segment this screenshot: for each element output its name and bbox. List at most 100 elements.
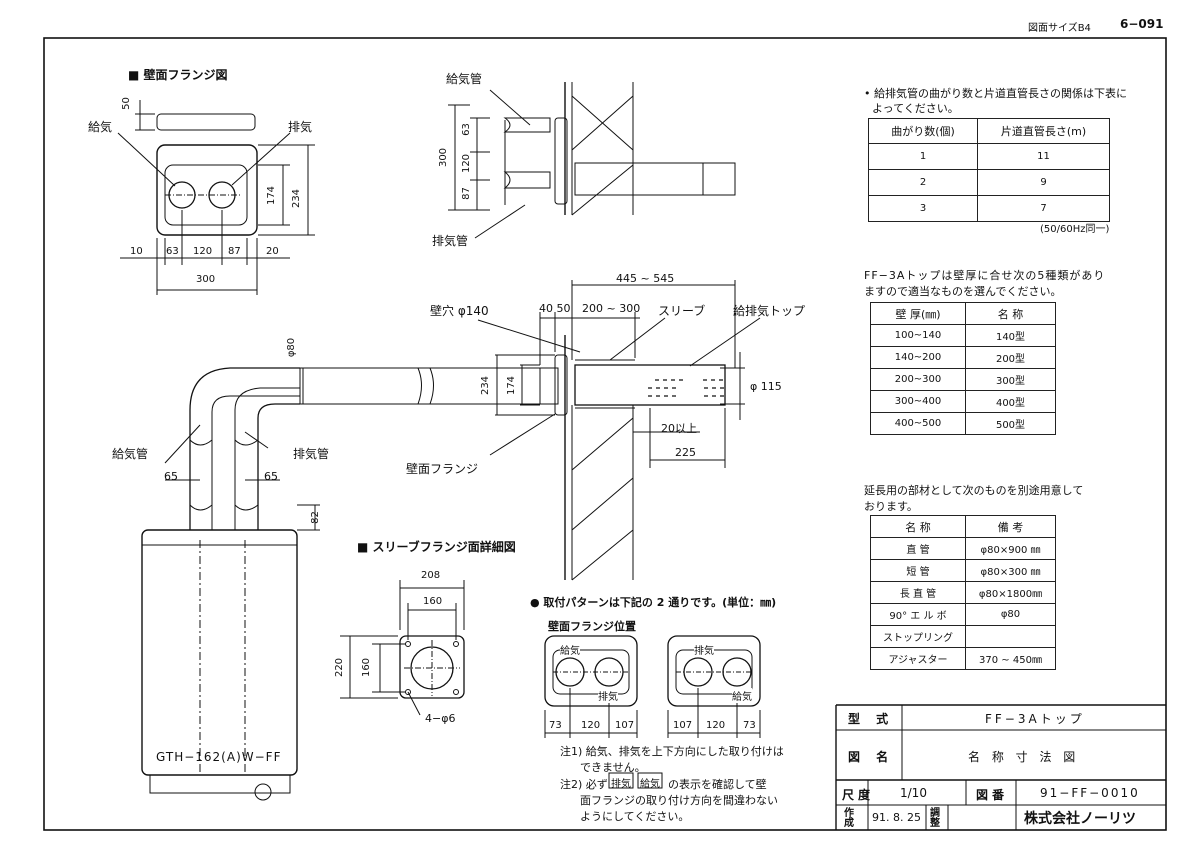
wall-header-name: 名 称 xyxy=(965,302,1056,325)
dim-174: 174 xyxy=(266,185,278,206)
wall-cell: 100~140 xyxy=(870,324,966,347)
dim-300: 300 xyxy=(196,274,216,285)
dim-160-height: 160 xyxy=(361,657,373,678)
bend-cell: 1 xyxy=(868,143,978,170)
ext-cell: 短 管 xyxy=(870,559,966,582)
note2-tag-exhaust: 排気 xyxy=(611,779,631,790)
bend-intro-2: よってください。 xyxy=(872,102,959,115)
wall-intro-1: FF−3Aトップは壁厚に合せ次の5種類があり xyxy=(864,269,1106,282)
dim-200-300: 200 ~ 300 xyxy=(582,302,641,315)
wall-cell: 300~400 xyxy=(870,390,966,413)
heater-supply-pipe: 給気管 xyxy=(112,447,149,461)
note1-line1: 注1) 給気、排気を上下方向にした取り付けは xyxy=(560,745,784,758)
bend-cell: 3 xyxy=(868,195,978,222)
wall-cell: 200~300 xyxy=(870,368,966,391)
right-top-label: 排気 xyxy=(694,642,714,657)
ext-cell: φ80×300 ㎜ xyxy=(965,559,1056,582)
dim-phi80: φ80 xyxy=(286,337,298,358)
tb-made-value: 91. 8. 25 xyxy=(872,811,921,824)
dim-82: 82 xyxy=(309,511,321,524)
patterns-title: ● 取付パターンは下記の 2 通りです。(単位：㎜) xyxy=(530,596,777,609)
wall-flange-label: 壁面フランジ xyxy=(406,462,479,476)
wall-intro-2: ますので適当なものを選んでください。 xyxy=(864,285,1062,298)
tb-model-label: 型 式 xyxy=(848,712,895,726)
wall-hole-label: 壁穴 φ140 xyxy=(430,304,489,318)
dim-220: 220 xyxy=(334,657,346,678)
left-bottom-label: 排気 xyxy=(598,688,618,703)
dim-174-install: 174 xyxy=(506,375,518,396)
wall-cell: 200型 xyxy=(965,346,1056,369)
dim-phi115: φ 115 xyxy=(750,380,782,393)
side-dim-120: 120 xyxy=(461,153,473,174)
right-bottom-label: 給気 xyxy=(732,688,752,703)
tb-check-label: 調整 xyxy=(930,808,940,829)
wall-cell: 400~500 xyxy=(870,412,966,435)
note2-line2: 面フランジの取り付け方向を間違わない xyxy=(580,794,778,807)
holes-label: 4−φ6 xyxy=(425,712,456,725)
dim-120: 120 xyxy=(193,246,213,257)
tb-made-label: 作成 xyxy=(844,808,854,829)
wall-cell: 140~200 xyxy=(870,346,966,369)
note1-line2: できません。 xyxy=(580,761,646,774)
dim-65-left: 65 xyxy=(164,470,178,483)
ext-cell: ストップリング xyxy=(870,625,966,648)
note2-line1-prefix: 注2) 必ず xyxy=(560,778,608,791)
note2-line3: ようにしてください。 xyxy=(580,810,690,823)
top-label: 給排気トップ xyxy=(733,304,806,318)
tb-number-value: 91−FF−0010 xyxy=(1040,786,1140,800)
paper-size: 図面サイズB4 xyxy=(1028,23,1091,34)
ext-intro-2: おります。 xyxy=(864,500,918,513)
tb-scale-label: 尺度 xyxy=(842,788,875,802)
left-dim-2: 120 xyxy=(581,720,601,731)
dim-40-50: 40 50 xyxy=(539,302,571,315)
dim-20-min: 20以上 xyxy=(661,422,697,435)
wall-cell: 400型 xyxy=(965,390,1056,413)
sleeve-detail-title: ■ スリーブフランジ面詳細図 xyxy=(357,540,516,554)
left-dim-3: 107 xyxy=(615,720,635,731)
sheet-border xyxy=(43,37,1167,831)
dim-87: 87 xyxy=(228,246,241,257)
dim-445-545: 445 ~ 545 xyxy=(616,272,675,285)
bend-cell: 11 xyxy=(977,143,1110,170)
ext-header-name: 名 称 xyxy=(870,515,966,538)
ext-header-remark: 備 考 xyxy=(965,515,1056,538)
dim-208: 208 xyxy=(421,570,441,581)
side-dim-63: 63 xyxy=(460,123,472,136)
right-dim-1: 107 xyxy=(673,720,693,731)
bend-intro-1: • 給排気管の曲がり数と片道直管長さの関係は下表に xyxy=(864,87,1127,100)
bend-footnote: (50/60Hz同一) xyxy=(1040,224,1110,235)
ext-cell: 直 管 xyxy=(870,537,966,560)
tb-number-label: 図番 xyxy=(976,788,1009,802)
wall-cell: 140型 xyxy=(965,324,1056,347)
bend-header-length: 片道直管長さ(m) xyxy=(977,118,1110,144)
tb-name-label: 図 名 xyxy=(848,750,895,764)
water-heater-body xyxy=(141,529,298,776)
right-dim-2: 120 xyxy=(706,720,726,731)
ext-cell: φ80×900 ㎜ xyxy=(965,537,1056,560)
tb-scale-value: 1/10 xyxy=(900,786,927,800)
heater-model: GTH−162(A)W−FF xyxy=(156,750,282,764)
wall-cell: 300型 xyxy=(965,368,1056,391)
ext-cell: アジャスター xyxy=(870,647,966,670)
ext-cell: 長 直 管 xyxy=(870,581,966,604)
left-top-label: 給気 xyxy=(560,642,580,657)
patterns-subtitle: 壁面フランジ位置 xyxy=(548,620,636,633)
ext-cell: 90° エ ル ボ xyxy=(870,603,966,626)
note2-tag-supply: 給気 xyxy=(640,779,660,790)
sleeve-label: スリーブ xyxy=(658,304,706,318)
side-supply-pipe: 給気管 xyxy=(446,72,483,86)
bend-cell: 7 xyxy=(977,195,1110,222)
note2-line1-suffix: の表示を確認して壁 xyxy=(668,778,767,791)
flange-top-view xyxy=(156,113,256,131)
wall-flange-title: ■ 壁面フランジ図 xyxy=(128,68,228,82)
side-exhaust-pipe: 排気管 xyxy=(432,234,469,248)
exhaust-label: 排気 xyxy=(288,120,313,134)
heater-exhaust-pipe: 排気管 xyxy=(293,447,330,461)
flange-front xyxy=(156,144,258,236)
dim-234: 234 xyxy=(291,188,303,209)
tb-name-value: 名 称 寸 法 図 xyxy=(968,750,1080,764)
